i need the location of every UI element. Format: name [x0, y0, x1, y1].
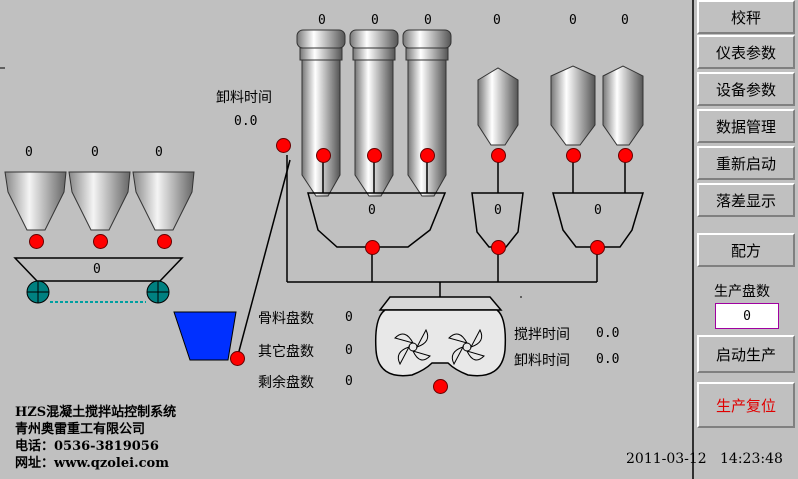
valve-silo-5[interactable]: [566, 148, 581, 163]
additive-scale-value: 0: [594, 203, 602, 218]
aggregate-scale-value: 0: [93, 262, 101, 277]
agg-bin-2: [68, 171, 131, 231]
water-scale: [471, 192, 524, 248]
mix-time-label: 搅拌时间: [514, 327, 570, 343]
restart-button[interactable]: 重新启动: [697, 146, 795, 180]
remain-count-value: 0: [345, 374, 353, 389]
cement-scale: [307, 192, 447, 248]
data-management-button[interactable]: 数据管理: [697, 109, 795, 143]
silo-5-value: 0: [569, 13, 577, 28]
valve-additive-scale[interactable]: [590, 240, 605, 255]
company-website: 网址：www.qzolei.com: [15, 456, 169, 471]
valve-cement-scale[interactable]: [365, 240, 380, 255]
instrument-params-button[interactable]: 仪表参数: [697, 35, 795, 69]
other-count-label: 其它盘数: [258, 344, 314, 360]
production-reset-button[interactable]: 生产复位: [697, 382, 795, 428]
agg-bin-3-value: 0: [155, 145, 163, 160]
cement-silo-1: [296, 29, 346, 197]
valve-agg-bin-2[interactable]: [93, 234, 108, 249]
silo-6-value: 0: [621, 13, 629, 28]
mixer: [374, 296, 507, 377]
valve-mixer[interactable]: [433, 379, 448, 394]
device-params-button[interactable]: 设备参数: [697, 72, 795, 106]
silo-4: [477, 67, 519, 146]
water-scale-value: 0: [494, 203, 502, 218]
system-title: HZS混凝土搅拌站控制系统: [15, 405, 177, 420]
silo-6: [602, 65, 644, 146]
batch-count-input[interactable]: 0: [715, 303, 779, 329]
additive-scale: [552, 192, 645, 248]
start-production-button[interactable]: 启动生产: [697, 335, 795, 373]
valve-silo-3[interactable]: [420, 148, 435, 163]
unload-time-label: 卸料时间: [514, 353, 570, 369]
agg-count-value: 0: [345, 310, 353, 325]
valve-water-scale[interactable]: [491, 240, 506, 255]
silo-2-value: 0: [371, 13, 379, 28]
agg-bin-1: [4, 171, 67, 231]
company-phone: 电话：0536-3819056: [15, 439, 159, 454]
agg-count-label: 骨料盘数: [258, 311, 314, 327]
silo-4-value: 0: [493, 13, 501, 28]
unload-time-value: 0.0: [596, 352, 620, 367]
diff-display-button[interactable]: 落差显示: [697, 183, 795, 217]
discharge-time-value: 0.0: [234, 114, 258, 129]
belt-conveyor: [26, 280, 170, 304]
company-name: 青州奥雷重工有限公司: [15, 422, 146, 437]
valve-agg-bin-3[interactable]: [157, 234, 172, 249]
silo-3-value: 0: [424, 13, 432, 28]
valve-hopper[interactable]: [230, 351, 245, 366]
valve-silo-6[interactable]: [618, 148, 633, 163]
cement-silo-2: [349, 29, 399, 197]
other-count-value: 0: [345, 343, 353, 358]
agg-bin-3: [132, 171, 195, 231]
waiting-hopper: [173, 311, 237, 361]
time-display: 14:23:48: [720, 451, 783, 467]
date-display: 2011-03-12: [626, 451, 707, 467]
valve-silo-2[interactable]: [367, 148, 382, 163]
calibrate-button[interactable]: 校秤: [697, 0, 795, 34]
agg-bin-1-value: 0: [25, 145, 33, 160]
agg-bin-2-value: 0: [91, 145, 99, 160]
mix-time-value: 0.0: [596, 326, 620, 341]
valve-discharge[interactable]: [276, 138, 291, 153]
silo-1-value: 0: [318, 13, 326, 28]
batch-count-label: 生产盘数: [714, 284, 770, 300]
valve-silo-1[interactable]: [316, 148, 331, 163]
valve-agg-bin-1[interactable]: [29, 234, 44, 249]
cement-silo-3: [402, 29, 452, 197]
discharge-time-label: 卸料时间: [216, 90, 272, 106]
valve-silo-4[interactable]: [491, 148, 506, 163]
recipe-button[interactable]: 配方: [697, 233, 795, 267]
remain-count-label: 剩余盘数: [258, 375, 314, 391]
silo-5: [550, 65, 596, 146]
cement-scale-value: 0: [368, 203, 376, 218]
